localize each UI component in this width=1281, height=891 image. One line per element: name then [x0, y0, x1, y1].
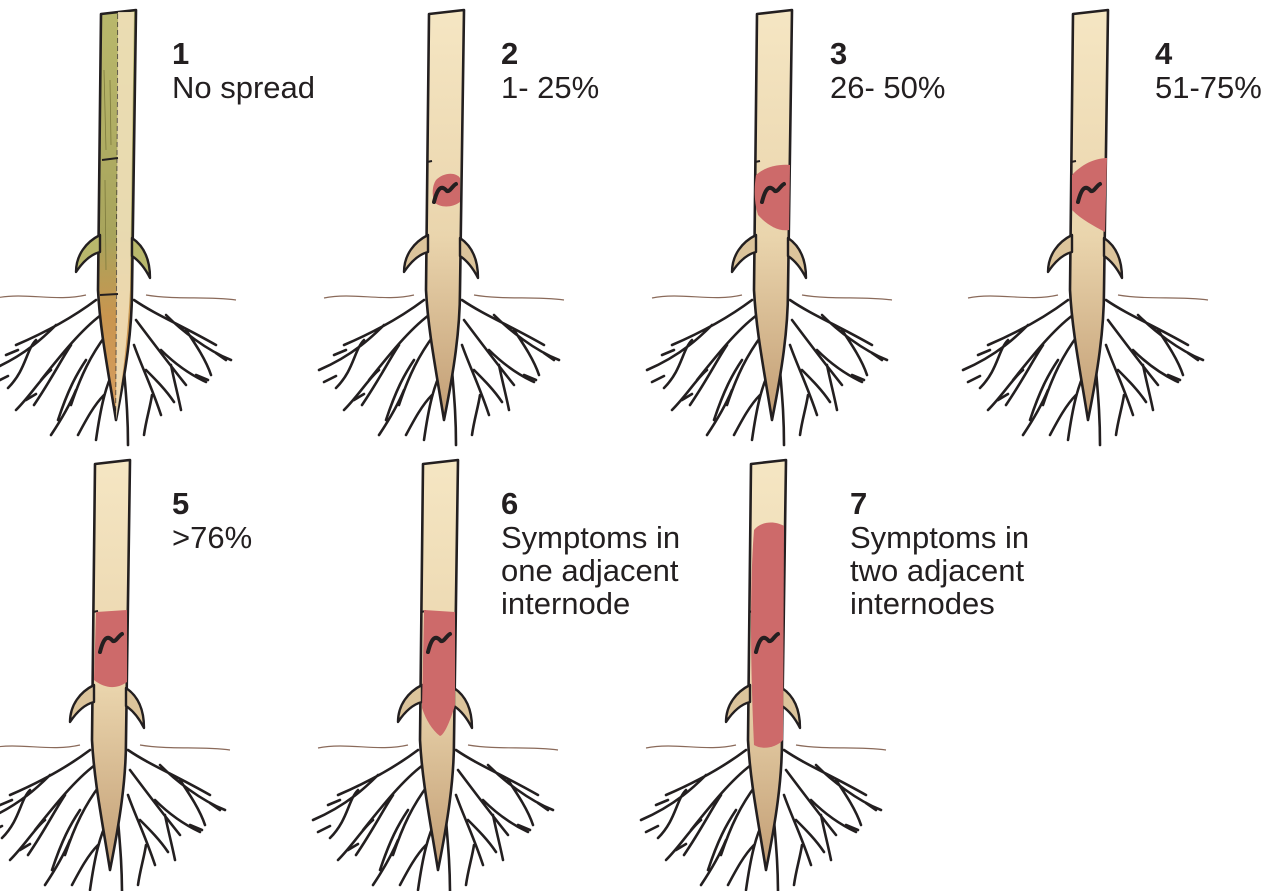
stage-description-1: No spread — [172, 71, 315, 104]
stage-number-5: 5 — [172, 486, 252, 521]
stage-description-2: 1- 25% — [501, 71, 599, 104]
stage-label-2: 2 1- 25% — [501, 36, 599, 104]
stage-number-7: 7 — [850, 486, 1029, 521]
stage-description-5: >76% — [172, 521, 252, 554]
stage-description-6: Symptoms in one adjacent internode — [501, 521, 680, 620]
stage-label-7: 7 Symptoms in two adjacent internodes — [850, 486, 1029, 620]
stage-number-2: 2 — [501, 36, 599, 71]
stage-number-3: 3 — [830, 36, 945, 71]
stage-number-4: 4 — [1155, 36, 1262, 71]
stage-label-3: 3 26- 50% — [830, 36, 945, 104]
stage-label-5: 5 >76% — [172, 486, 252, 554]
stage-description-3: 26- 50% — [830, 71, 945, 104]
stage-label-4: 4 51-75% — [1155, 36, 1262, 104]
stage-label-1: 1 No spread — [172, 36, 315, 104]
stage-label-6: 6 Symptoms in one adjacent internode — [501, 486, 680, 620]
stage-description-7: Symptoms in two adjacent internodes — [850, 521, 1029, 620]
stage-number-6: 6 — [501, 486, 680, 521]
stage-number-1: 1 — [172, 36, 315, 71]
stage-description-4: 51-75% — [1155, 71, 1262, 104]
